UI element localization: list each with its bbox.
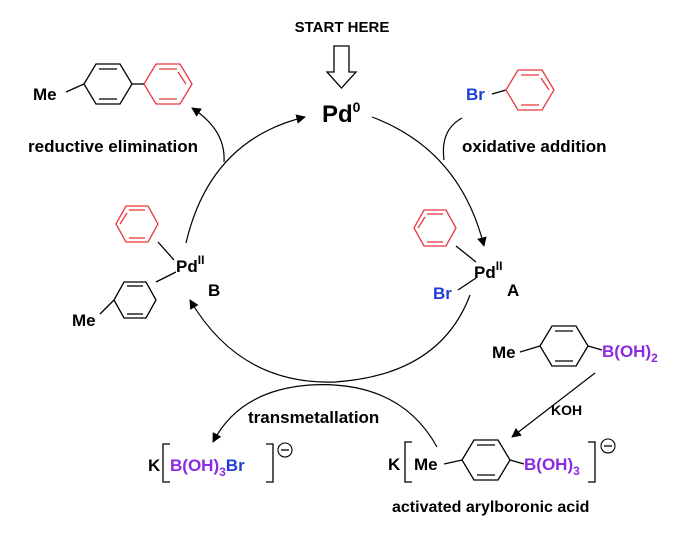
- tolyl-ring-product: [65, 63, 133, 105]
- cycle-arc-bottom-right: [189, 294, 471, 383]
- reductive-elimination-label: reductive elimination: [28, 137, 198, 156]
- oxidative-addition-arrow: [442, 117, 463, 161]
- potassium-label-activated: K: [388, 455, 401, 474]
- phenyl-ring-a: [413, 209, 457, 247]
- boronic-acid-label: B(OH)2: [602, 342, 658, 365]
- transmetallation-arrow: [212, 384, 438, 448]
- methyl-label: Me: [33, 85, 57, 104]
- pd-b-label: PdII: [176, 253, 204, 276]
- bracket-right-byproduct: [266, 443, 274, 483]
- cycle-arc-left: [185, 114, 306, 244]
- phenyl-ring-bromobenzene: [505, 69, 555, 111]
- start-label: START HERE: [295, 19, 390, 36]
- potassium-label-byproduct: K: [148, 456, 161, 475]
- methyl-ring-bond-activated: [443, 459, 463, 465]
- tolyl-ring-activated: [461, 439, 511, 481]
- methyl-b-label: Me: [72, 311, 96, 330]
- pd-phenyl-bond-b: [157, 241, 175, 261]
- ring-boron-bond-activated: [509, 459, 525, 465]
- ring-boron-bond: [587, 345, 603, 351]
- bracket-left-byproduct: [162, 443, 170, 483]
- boronate-label: B(OH)3: [524, 455, 580, 478]
- koh-label: KOH: [551, 402, 582, 418]
- reductive-elimination-arrow: [191, 107, 225, 163]
- pd-a-label: PdII: [474, 259, 502, 282]
- intermediate-b-label: B: [208, 281, 220, 300]
- phenyl-ring-product: [143, 63, 193, 105]
- pd-phenyl-bond-a: [455, 245, 477, 263]
- activated-label: activated arylboronic acid: [392, 499, 589, 516]
- koh-arrow: [511, 372, 596, 438]
- bracket-left-activated: [404, 441, 412, 483]
- methyl-boronic-label: Me: [492, 343, 516, 362]
- tolyl-ring-b: [113, 281, 157, 319]
- tolyl-methyl-bond-b: [99, 299, 115, 315]
- bromine-a-label: Br: [433, 284, 452, 303]
- negative-charge-activated: [600, 438, 616, 454]
- byproduct-boron-label: B(OH)3Br: [170, 456, 245, 479]
- negative-charge-byproduct: [277, 442, 293, 458]
- start-arrow: [325, 45, 358, 89]
- phenyl-ring-b: [115, 205, 159, 243]
- methyl-ring-bond-boronic: [519, 345, 541, 353]
- pd-tolyl-bond-b: [155, 271, 177, 283]
- methyl-activated-label: Me: [414, 455, 438, 474]
- cycle-arc-top-right: [371, 116, 487, 247]
- pd-br-bond-a: [457, 277, 477, 291]
- intermediate-a-label: A: [507, 281, 519, 300]
- tolyl-ring-boronic: [539, 325, 589, 367]
- pd0-label: Pd0: [322, 99, 361, 128]
- transmetallation-label: transmetallation: [248, 408, 379, 427]
- bracket-right-activated: [588, 441, 596, 483]
- br-phenyl-bond: [491, 89, 507, 95]
- bromine-label: Br: [466, 85, 485, 104]
- oxidative-addition-label: oxidative addition: [462, 137, 607, 156]
